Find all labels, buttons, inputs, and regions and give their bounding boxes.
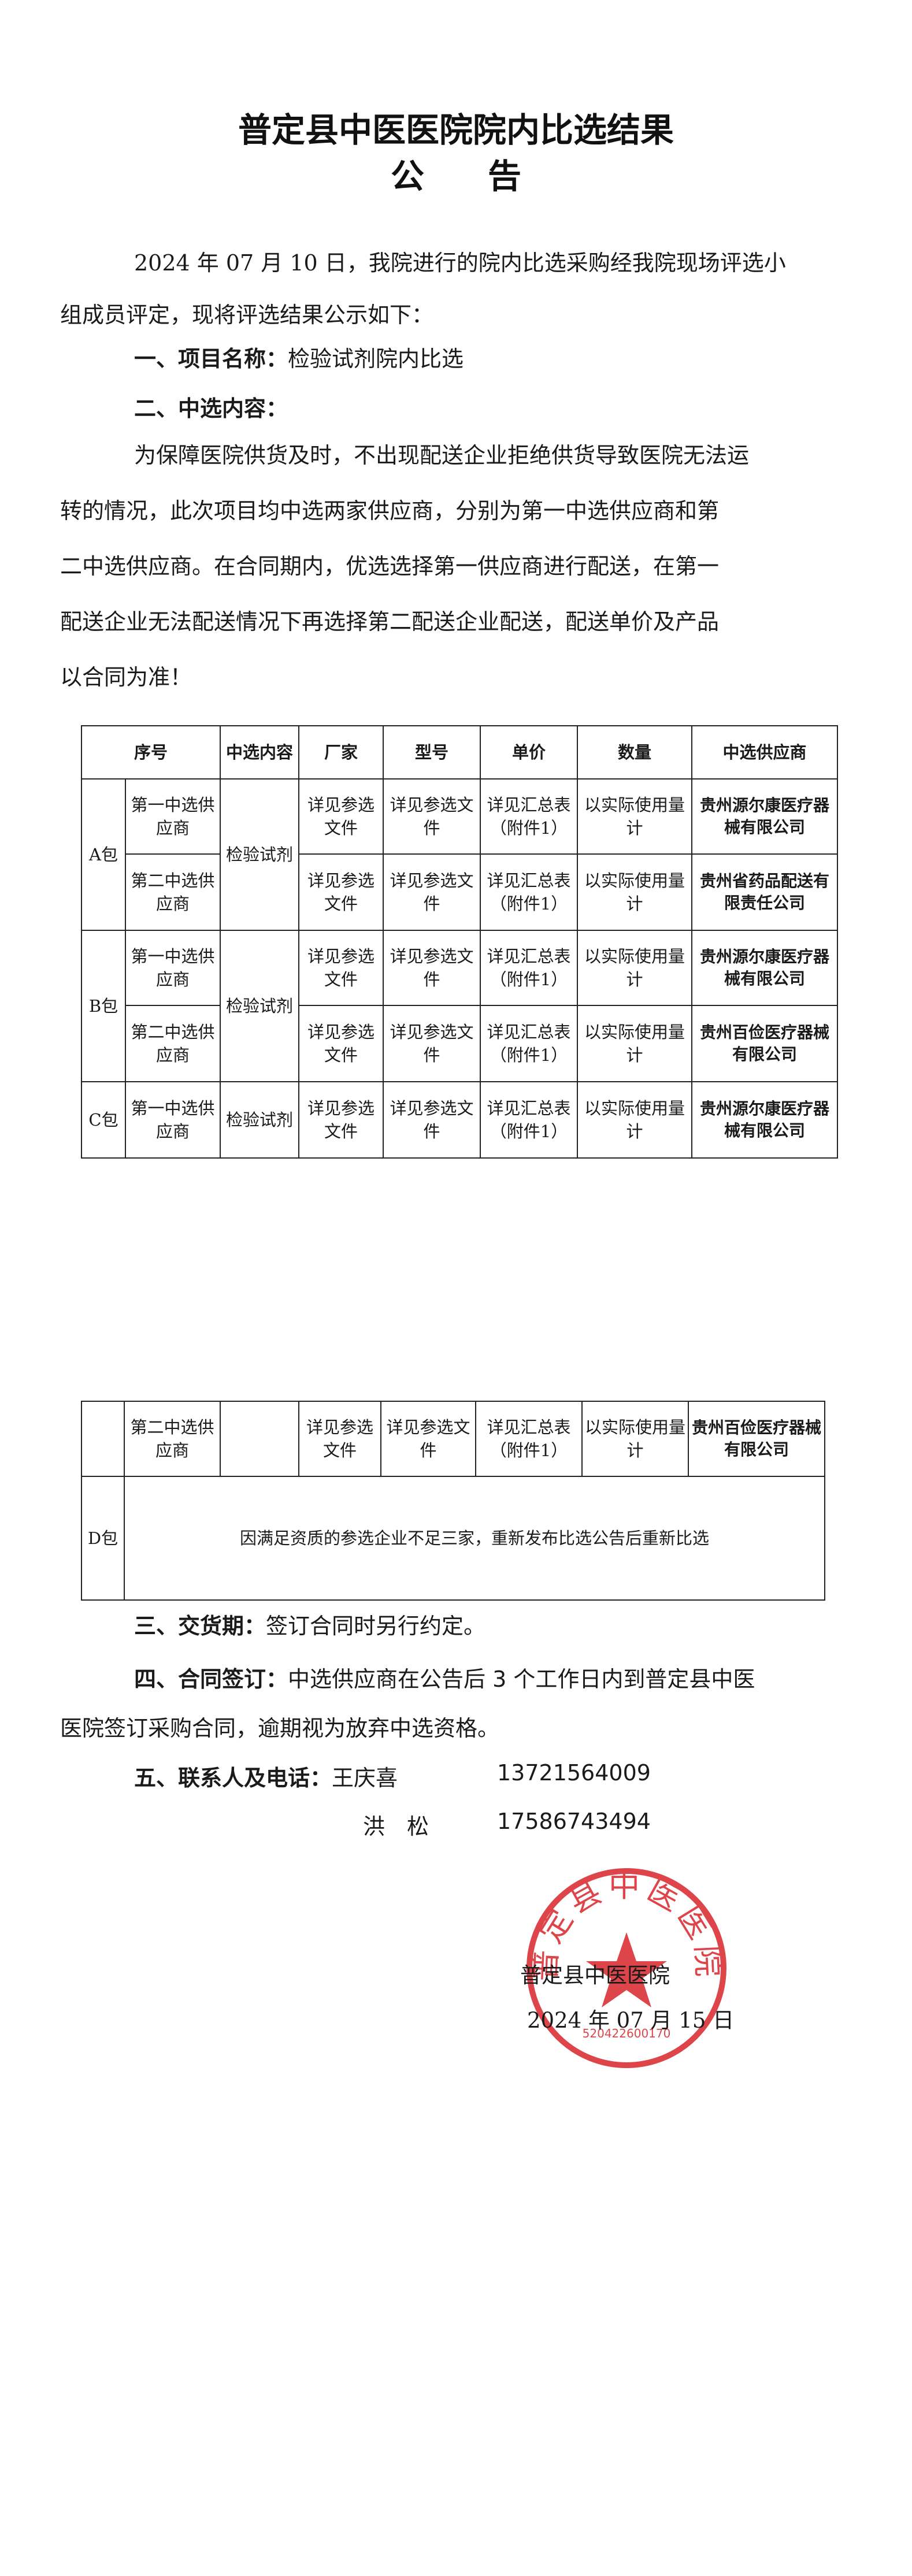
section-2-label: 二、中选内容： xyxy=(134,396,288,421)
section-4: 四、合同签订：中选供应商在公告后 3 个工作日内到普定县中医 xyxy=(134,1661,755,1693)
contact-2-phone: 17586743494 xyxy=(497,1809,651,1834)
table-row: 第二中选供应商 详见参选文件 详见参选文件 详见汇总表（附件1） 以实际使用量计… xyxy=(81,1005,839,1082)
model-cell: 详见参选文件 xyxy=(383,853,481,931)
table-row: 第二中选供应商 详见参选文件 详见参选文件 详见汇总表（附件1） 以实际使用量计… xyxy=(81,853,839,931)
quantity-cell: 以实际使用量计 xyxy=(581,1401,689,1477)
signature-org: 普定县中医医院 xyxy=(520,1963,670,1988)
header-supplier: 中选供应商 xyxy=(691,725,839,780)
section-4-line-1: 中选供应商在公告后 3 个工作日内到普定县中医 xyxy=(288,1666,755,1692)
package-d: D包 xyxy=(81,1476,125,1601)
supplier-cell: 贵州省药品配送有限责任公司 xyxy=(691,853,839,931)
section-2-body: 为保障医院供货及时，不出现配送企业拒绝供货导致医院无法运 转的情况，此次项目均中… xyxy=(60,428,874,705)
price-cell: 详见汇总表（附件1） xyxy=(480,1005,579,1082)
section-2-line-1: 为保障医院供货及时，不出现配送企业拒绝供货导致医院无法运 xyxy=(134,443,750,468)
price-cell: 详见汇总表（附件1） xyxy=(480,1081,579,1159)
manufacturer-cell: 详见参选文件 xyxy=(298,853,384,931)
price-cell: 详见汇总表（附件1） xyxy=(475,1401,583,1477)
section-2-line-2: 转的情况，此次项目均中选两家供应商，分别为第一中选供应商和第 xyxy=(60,498,720,524)
rank-second: 第二中选供应商 xyxy=(124,1401,221,1477)
model-cell: 详见参选文件 xyxy=(383,1005,481,1082)
rank-first: 第一中选供应商 xyxy=(124,778,221,855)
section-1-value: 检验试剂院内比选 xyxy=(288,346,464,372)
quantity-cell: 以实际使用量计 xyxy=(577,853,693,931)
results-table-continued: 第二中选供应商 详见参选文件 详见参选文件 详见汇总表（附件1） 以实际使用量计… xyxy=(81,1401,825,1601)
results-table: 序号 中选内容 厂家 型号 单价 数量 中选供应商 A包 第一中选供应商 检验试… xyxy=(80,725,839,1159)
contact-1-name: 王庆喜 xyxy=(332,1765,398,1791)
rank-second: 第二中选供应商 xyxy=(124,1005,221,1082)
section-2-line-4: 配送企业无法配送情况下再选择第二配送企业配送，配送单价及产品 xyxy=(60,609,720,634)
table-row: 第二中选供应商 详见参选文件 详见参选文件 详见汇总表（附件1） 以实际使用量计… xyxy=(81,1401,825,1477)
section-4-label: 四、合同签订： xyxy=(134,1666,288,1692)
package-b: B包 xyxy=(81,930,126,1082)
header-manufacturer: 厂家 xyxy=(298,725,384,780)
supplier-cell: 贵州百俭医疗器械有限公司 xyxy=(691,1005,839,1082)
intro-paragraph: 2024 年 07 月 10 日，我院进行的院内比选采购经我院现场评选小 组成员… xyxy=(60,237,868,341)
document-subtitle: 公告 xyxy=(390,157,585,196)
signature-date: 2024 年 07 月 15 日 xyxy=(527,2008,735,2033)
supplier-cell: 贵州源尔康医疗器械有限公司 xyxy=(691,1081,839,1159)
model-cell: 详见参选文件 xyxy=(380,1401,476,1477)
section-3-label: 三、交货期： xyxy=(134,1613,266,1639)
section-3: 三、交货期：签订合同时另行约定。 xyxy=(134,1608,485,1640)
content-cell-empty xyxy=(220,1401,299,1477)
contact-2-name: 洪 松 xyxy=(363,1814,429,1839)
manufacturer-cell: 详见参选文件 xyxy=(298,1081,384,1159)
official-seal-icon: 普定县中医医院 520422600170 xyxy=(527,1868,726,2068)
supplier-cell: 贵州源尔康医疗器械有限公司 xyxy=(691,930,839,1006)
rank-first: 第一中选供应商 xyxy=(124,930,221,1006)
section-2-line-3: 二中选供应商。在合同期内，优选选择第一供应商进行配送，在第一 xyxy=(60,554,720,579)
header-model: 型号 xyxy=(383,725,481,780)
section-2: 二、中选内容： xyxy=(134,391,288,422)
rank-second: 第二中选供应商 xyxy=(124,853,221,931)
manufacturer-cell: 详见参选文件 xyxy=(298,1401,381,1477)
intro-line-1: 2024 年 07 月 10 日，我院进行的院内比选采购经我院现场评选小 xyxy=(134,250,786,276)
section-4-line-2: 医院签订采购合同，逾期视为放弃中选资格。 xyxy=(60,1716,500,1741)
quantity-cell: 以实际使用量计 xyxy=(577,1081,693,1159)
manufacturer-cell: 详见参选文件 xyxy=(298,1005,384,1082)
quantity-cell: 以实际使用量计 xyxy=(577,930,693,1006)
intro-line-2: 组成员评定，现将评选结果公示如下： xyxy=(60,302,434,328)
table-row: D包 因满足资质的参选企业不足三家，重新发布比选公告后重新比选 xyxy=(81,1476,825,1601)
price-cell: 详见汇总表（附件1） xyxy=(480,853,579,931)
table-header-row: 序号 中选内容 厂家 型号 单价 数量 中选供应商 xyxy=(80,725,839,780)
content-cell: 检验试剂 xyxy=(220,930,300,1082)
rank-first: 第一中选供应商 xyxy=(124,1081,221,1159)
supplier-cell: 贵州百俭医疗器械有限公司 xyxy=(688,1401,825,1477)
content-cell: 检验试剂 xyxy=(220,778,300,931)
manufacturer-cell: 详见参选文件 xyxy=(298,930,384,1006)
price-cell: 详见汇总表（附件1） xyxy=(480,930,579,1006)
model-cell: 详见参选文件 xyxy=(383,778,481,855)
header-content: 中选内容 xyxy=(220,725,300,780)
price-cell: 详见汇总表（附件1） xyxy=(480,778,579,855)
model-cell: 详见参选文件 xyxy=(383,1081,481,1159)
section-3-value: 签订合同时另行约定。 xyxy=(266,1613,486,1639)
section-5: 五、联系人及电话：王庆喜 xyxy=(134,1760,398,1792)
section-1: 一、项目名称：检验试剂院内比选 xyxy=(134,341,464,373)
section-5-label: 五、联系人及电话： xyxy=(134,1765,332,1791)
section-2-line-5: 以合同为准！ xyxy=(60,665,192,690)
table-row: B包 第一中选供应商 检验试剂 详见参选文件 详见参选文件 详见汇总表（附件1）… xyxy=(81,930,839,1082)
package-c: C包 xyxy=(81,1081,126,1159)
quantity-cell: 以实际使用量计 xyxy=(577,778,693,855)
quantity-cell: 以实际使用量计 xyxy=(577,1005,693,1082)
header-price: 单价 xyxy=(480,725,579,780)
section-1-label: 一、项目名称： xyxy=(134,346,288,372)
package-d-note: 因满足资质的参选企业不足三家，重新发布比选公告后重新比选 xyxy=(124,1476,825,1601)
package-a: A包 xyxy=(81,778,126,931)
supplier-cell: 贵州源尔康医疗器械有限公司 xyxy=(691,778,839,855)
header-quantity: 数量 xyxy=(577,725,693,780)
model-cell: 详见参选文件 xyxy=(383,930,481,1006)
seal-code: 520422600170 xyxy=(583,2026,671,2040)
document-title: 普定县中医医院院内比选结果 xyxy=(238,110,674,150)
contact-1-phone: 13721564009 xyxy=(497,1760,651,1786)
manufacturer-cell: 详见参选文件 xyxy=(298,778,384,855)
header-seq: 序号 xyxy=(80,725,221,780)
table-row: A包 第一中选供应商 检验试剂 详见参选文件 详见参选文件 详见汇总表（附件1）… xyxy=(81,778,839,931)
package-cell-empty xyxy=(81,1401,125,1477)
content-cell: 检验试剂 xyxy=(220,1081,300,1159)
table-row: C包 第一中选供应商 检验试剂 详见参选文件 详见参选文件 详见汇总表（附件1）… xyxy=(81,1081,839,1159)
